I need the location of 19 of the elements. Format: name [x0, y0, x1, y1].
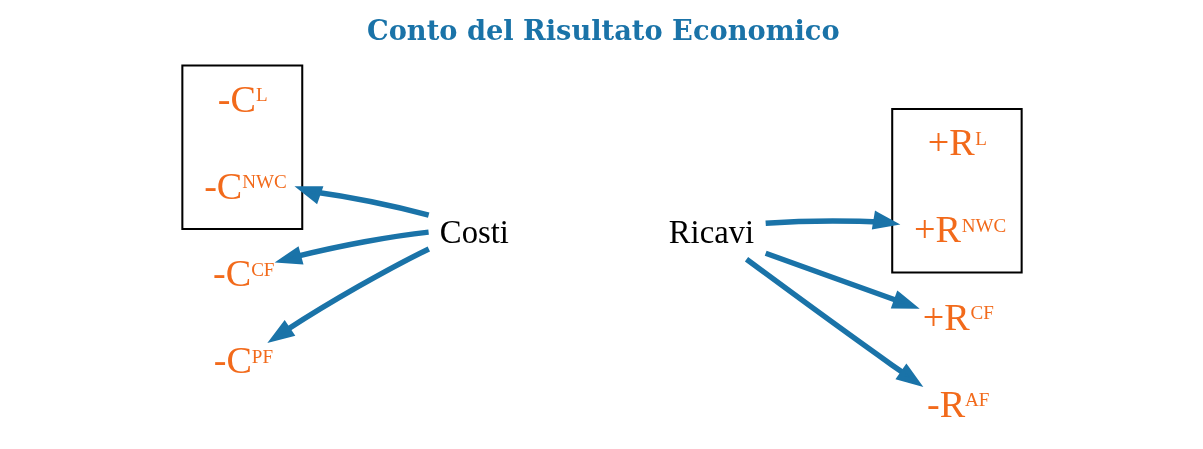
diagram-title: Conto del Risultato Economico [366, 13, 840, 46]
cluster [180, 64, 303, 230]
arrow [765, 210, 900, 230]
node-text: -C$^{CF}$ [212, 252, 274, 295]
node-text: Costi [439, 213, 509, 250]
arrow [274, 229, 429, 265]
arrow [266, 246, 430, 344]
node-text: +R$^{CF}$ [922, 295, 994, 338]
arrow [293, 186, 429, 218]
node-text: -C$^{NWC}$ [203, 164, 287, 207]
cluster [890, 108, 1023, 274]
node-text: -R$^{AF}$ [926, 382, 989, 425]
arrow [764, 250, 920, 309]
node-text: -C$^{PF}$ [213, 339, 273, 382]
arrow [744, 257, 923, 387]
node-text: Ricavi [668, 213, 754, 250]
node-text: +R$^{L}$ [927, 121, 987, 164]
node-text: +R$^{NWC}$ [913, 208, 1006, 251]
node-text: -C$^{L}$ [217, 77, 268, 120]
